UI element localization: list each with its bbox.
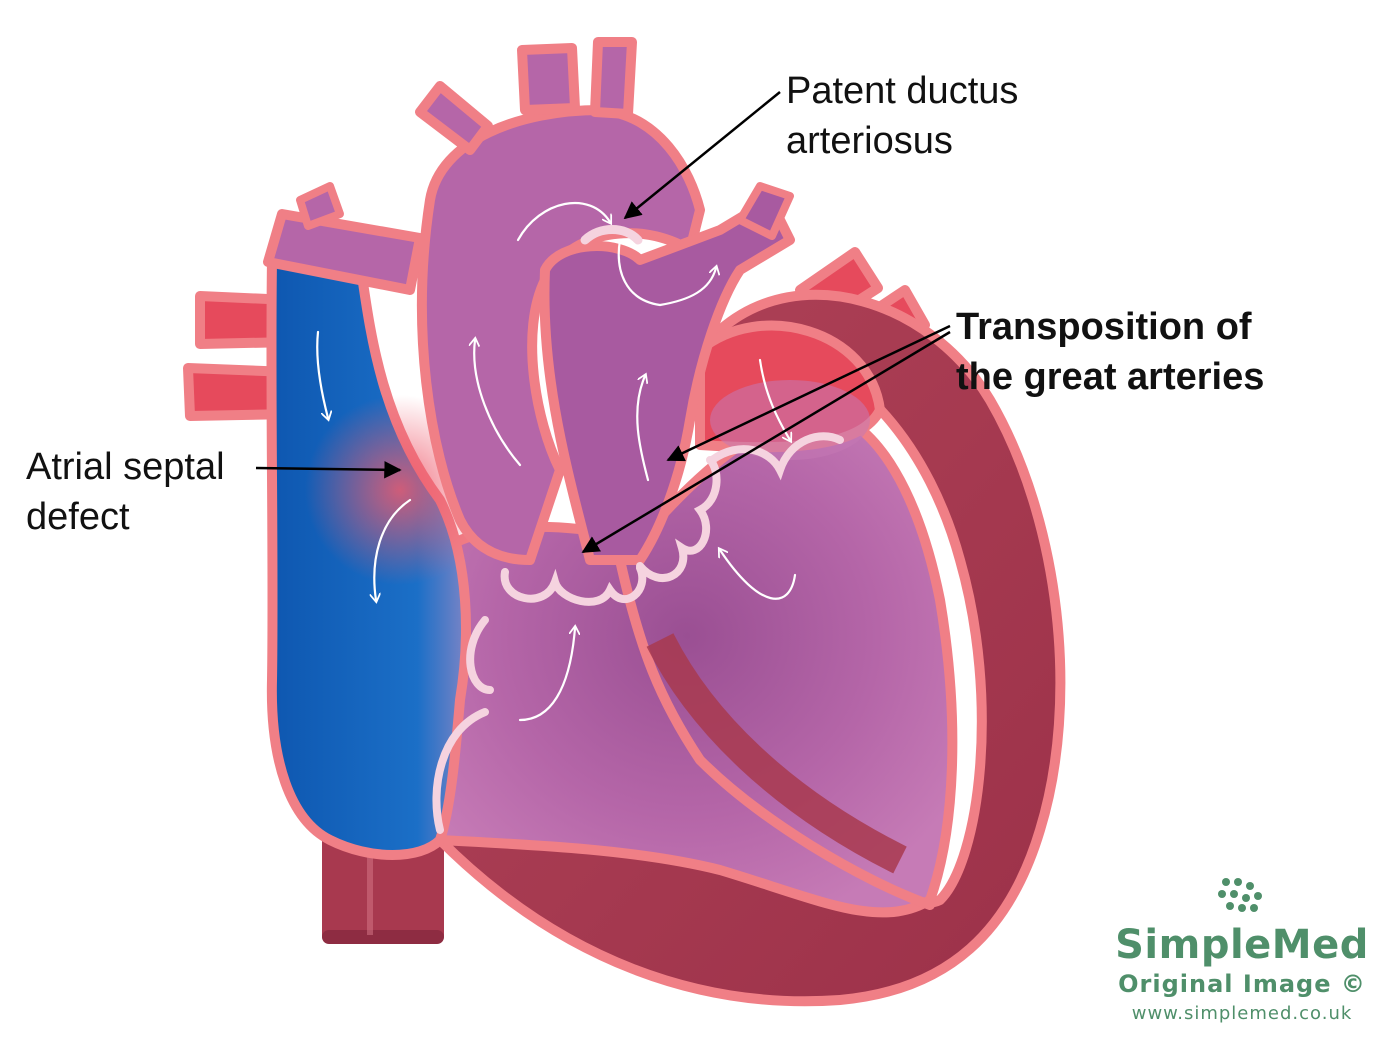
brand-url: www.simplemed.co.uk xyxy=(1131,1003,1353,1024)
label-asd-line2: defect xyxy=(26,496,130,538)
brand-name: SimpleMed xyxy=(1115,922,1369,968)
simplemed-watermark: SimpleMed Original Image © www.simplemed… xyxy=(1112,876,1372,1028)
tga-pointer-upper xyxy=(666,324,951,462)
simplemed-logo-icon xyxy=(1218,878,1262,912)
label-asd-line1: Atrial septal xyxy=(26,446,225,488)
aortic-branches xyxy=(415,37,637,155)
label-tga-line1: Transposition of xyxy=(956,306,1252,348)
pda-pointer xyxy=(623,91,781,220)
asd-pointer xyxy=(255,461,402,479)
label-atrial-septal-defect: Atrial septal defect xyxy=(26,442,225,542)
tga-pointer-lower xyxy=(581,330,951,554)
ductus-arteriosus xyxy=(580,225,643,245)
label-transposition: Transposition of the great arteries xyxy=(956,302,1264,402)
label-pointers xyxy=(255,91,951,554)
pulmonary-artery-branches xyxy=(263,182,794,295)
pulmonary-trunk xyxy=(539,195,795,565)
label-patent-ductus-arteriosus: Patent ductus arteriosus xyxy=(786,66,1018,166)
heart-valves xyxy=(432,432,844,834)
label-tga-line2: the great arteries xyxy=(956,356,1265,398)
brand-subtitle: Original Image © xyxy=(1118,970,1366,998)
interventricular-septum xyxy=(615,555,935,910)
label-pda-line1: Patent ductus xyxy=(786,70,1019,112)
label-pda-line2: arteriosus xyxy=(786,120,953,162)
flow-arrows xyxy=(316,201,797,722)
